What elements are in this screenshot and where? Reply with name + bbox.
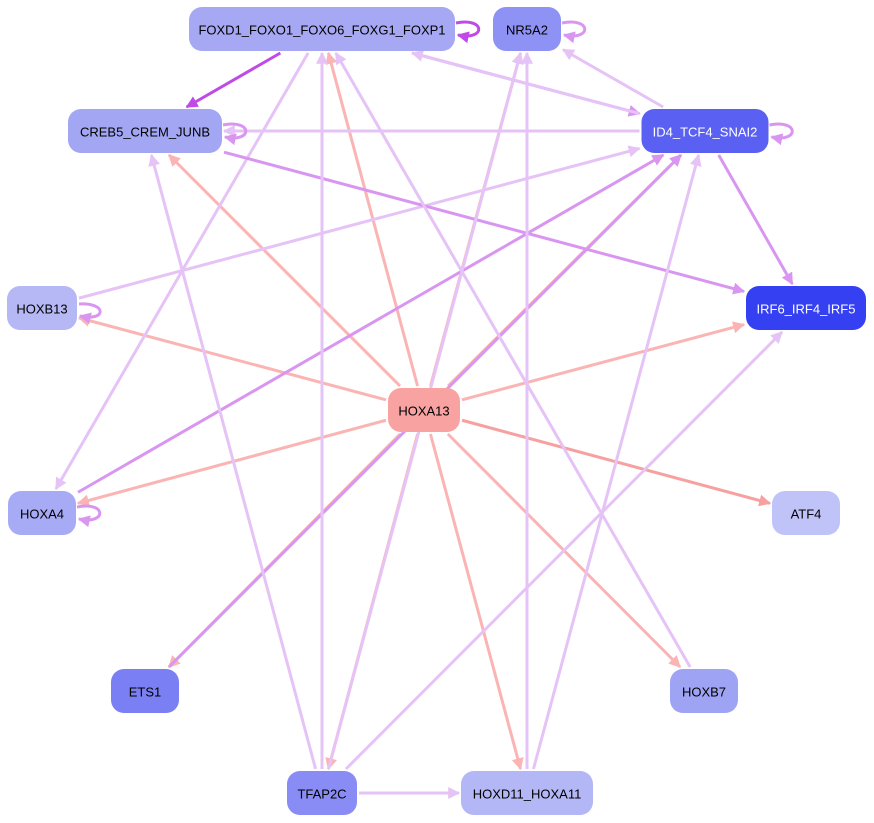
edge-tfap2c-to-creb5 bbox=[148, 153, 318, 770]
edge-hoxa13-to-hoxd11 bbox=[429, 433, 524, 771]
node-label: IRF6_IRF4_IRF5 bbox=[757, 302, 856, 317]
edge-tfap2c-to-irf6 bbox=[344, 330, 784, 771]
node-label: ETS1 bbox=[129, 685, 162, 700]
node-box bbox=[8, 491, 76, 535]
node-nr5a2[interactable]: NR5A2 bbox=[493, 7, 561, 51]
edge-hoxa4-to-id4 bbox=[77, 153, 665, 494]
node-box bbox=[189, 7, 455, 51]
node-label: HOXB13 bbox=[16, 302, 67, 317]
node-id4[interactable]: ID4_TCF4_SNAI2 bbox=[641, 109, 769, 153]
node-tfap2c[interactable]: TFAP2C bbox=[287, 771, 357, 815]
node-label: TFAP2C bbox=[297, 787, 346, 802]
node-label: HOXB7 bbox=[682, 685, 726, 700]
node-box bbox=[287, 771, 357, 815]
node-ets1[interactable]: ETS1 bbox=[111, 669, 179, 713]
edge-id4-to-irf6 bbox=[717, 154, 794, 286]
edge-hoxb13-to-id4 bbox=[78, 145, 641, 300]
self-loop-creb5 bbox=[222, 122, 248, 146]
edge-foxd1-to-creb5 bbox=[185, 51, 282, 109]
node-box bbox=[68, 109, 222, 153]
edge-hoxa13-to-irf6 bbox=[461, 321, 746, 402]
self-loop-hoxa4 bbox=[76, 504, 102, 528]
self-loops-layer bbox=[76, 20, 794, 528]
edge-hoxb7-to-foxd1 bbox=[334, 51, 692, 668]
node-box bbox=[7, 286, 77, 330]
node-label: NR5A2 bbox=[506, 23, 548, 38]
nodes-layer: FOXD1_FOXO1_FOXO6_FOXG1_FOXP1 NR5A2CREB5_… bbox=[7, 7, 866, 815]
node-label: FOXD1_FOXO1_FOXO6_FOXG1_FOXP1 bbox=[198, 23, 445, 38]
node-hoxa4[interactable]: HOXA4 bbox=[8, 491, 76, 535]
node-label: HOXD11_HOXA11 bbox=[473, 787, 582, 802]
self-loop-nr5a2 bbox=[561, 20, 587, 44]
node-box bbox=[772, 491, 840, 535]
node-atf4[interactable]: ATF4 bbox=[772, 491, 840, 535]
edge-hoxd11-to-id4 bbox=[532, 153, 702, 770]
node-creb5[interactable]: CREB5_CREM_JUNB bbox=[68, 109, 222, 153]
edge-id4-to-nr5a2 bbox=[561, 48, 664, 109]
node-hoxb7[interactable]: HOXB7 bbox=[670, 669, 738, 713]
edge-hoxa13-to-creb5 bbox=[167, 153, 402, 388]
self-loop-id4 bbox=[769, 122, 794, 146]
node-box bbox=[388, 388, 460, 432]
node-box bbox=[461, 771, 593, 815]
node-label: ATF4 bbox=[791, 507, 822, 522]
node-foxd1[interactable]: FOXD1_FOXO1_FOXO6_FOXG1_FOXP1 bbox=[189, 7, 455, 51]
self-loop-foxd1 bbox=[455, 20, 481, 44]
edges-layer bbox=[54, 48, 794, 799]
node-hoxd11[interactable]: HOXD11_HOXA11 bbox=[461, 771, 593, 815]
node-label: ID4_TCF4_SNAI2 bbox=[653, 125, 758, 140]
node-box bbox=[670, 669, 738, 713]
node-box bbox=[746, 286, 866, 330]
node-irf6[interactable]: IRF6_IRF4_IRF5 bbox=[746, 286, 866, 330]
edge-hoxa13-to-hoxb13 bbox=[77, 314, 387, 402]
node-box bbox=[493, 7, 561, 51]
self-loop-hoxb13 bbox=[78, 302, 102, 325]
node-label: CREB5_CREM_JUNB bbox=[80, 125, 210, 140]
node-label: HOXA4 bbox=[20, 507, 64, 522]
edge-creb5-to-irf6 bbox=[223, 150, 746, 295]
node-box bbox=[641, 109, 769, 153]
node-hoxb13[interactable]: HOXB13 bbox=[7, 286, 77, 330]
node-hoxa13[interactable]: HOXA13 bbox=[388, 388, 460, 432]
node-box bbox=[111, 669, 179, 713]
node-label: HOXA13 bbox=[398, 404, 449, 419]
